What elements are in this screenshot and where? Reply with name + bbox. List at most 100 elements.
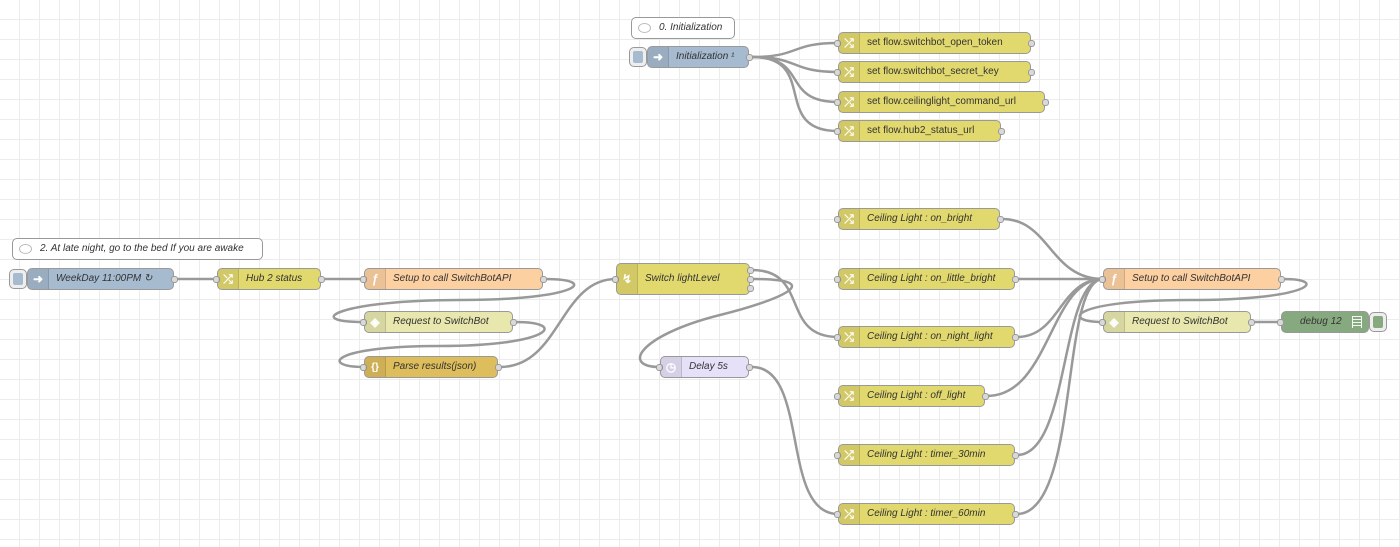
output-port[interactable]: [746, 363, 753, 371]
input-port[interactable]: [1277, 318, 1284, 326]
output-port[interactable]: [1028, 68, 1035, 76]
input-port[interactable]: [360, 275, 367, 283]
inject-button[interactable]: [629, 47, 647, 67]
output-port[interactable]: [997, 215, 1004, 223]
globe-icon: ◈: [365, 312, 386, 332]
node-label: Ceiling Light : timer_60min: [867, 508, 986, 519]
shuffle-icon: ⤮: [839, 209, 860, 229]
wire: [751, 365, 839, 516]
output-port[interactable]: [1012, 333, 1019, 341]
output-port[interactable]: [1012, 510, 1019, 518]
input-port[interactable]: [834, 392, 841, 400]
input-port[interactable]: [834, 510, 841, 518]
input-port[interactable]: [612, 275, 619, 283]
output-port[interactable]: [540, 275, 547, 283]
change-node-on-little-bright[interactable]: ⤮ Ceiling Light : on_little_bright: [834, 268, 1019, 290]
output-port[interactable]: [1278, 275, 1285, 283]
function-icon: ƒ: [1104, 269, 1125, 289]
input-port[interactable]: [834, 275, 841, 283]
function-node-setup-2[interactable]: ƒ Setup to call SwitchBotAPI: [1099, 268, 1285, 290]
inject-node-initialization[interactable]: ➜ Initialization ¹: [629, 46, 753, 68]
node-label: Ceiling Light : timer_30min: [867, 449, 986, 460]
braces-icon: {}: [365, 357, 386, 377]
change-node-on-bright[interactable]: ⤮ Ceiling Light : on_bright: [834, 208, 1004, 230]
node-label: Parse results(json): [393, 361, 477, 372]
input-port[interactable]: [834, 127, 841, 135]
input-port[interactable]: [834, 98, 841, 106]
output-port[interactable]: [495, 363, 502, 371]
inject-button[interactable]: [9, 269, 27, 289]
debug-node[interactable]: debug 12: [1277, 311, 1387, 333]
input-port[interactable]: [360, 318, 367, 326]
output-port[interactable]: [318, 275, 325, 283]
output-port[interactable]: [1028, 39, 1035, 47]
wire: [499, 277, 617, 369]
inject-node-weekday[interactable]: ➜ WeekDay 11:00PM ↻: [9, 268, 178, 290]
output-port[interactable]: [1012, 275, 1019, 283]
node-label: set flow.ceilinglight_command_url: [867, 96, 1016, 107]
shuffle-icon: ⤮: [839, 386, 860, 406]
shuffle-icon: ⤮: [839, 33, 860, 53]
wire: [1016, 277, 1104, 457]
output-port[interactable]: [746, 53, 753, 61]
output-port[interactable]: [510, 318, 517, 326]
wire: [1016, 277, 1104, 339]
change-node-open-token[interactable]: ⤮ set flow.switchbot_open_token: [834, 32, 1035, 54]
node-label: set flow.hub2_status_url: [867, 125, 975, 136]
shuffle-icon: ⤮: [839, 121, 860, 141]
node-label: Ceiling Light : on_night_light: [867, 331, 993, 342]
change-node-ceiling-url[interactable]: ⤮ set flow.ceilinglight_command_url: [834, 91, 1049, 113]
json-node-parse[interactable]: {} Parse results(json): [360, 356, 502, 378]
output-port[interactable]: [1248, 318, 1255, 326]
node-label: debug 12: [1300, 316, 1342, 327]
http-request-node-2[interactable]: ◈ Request to SwitchBot: [1099, 311, 1255, 333]
speech-bubble-icon: [638, 23, 651, 33]
comment-initialization[interactable]: 0. Initialization: [631, 17, 735, 39]
output-port-1[interactable]: [747, 267, 754, 274]
node-label: Ceiling Light : on_bright: [867, 213, 973, 224]
change-node-off-light[interactable]: ⤮ Ceiling Light : off_light: [834, 385, 989, 407]
input-port[interactable]: [834, 68, 841, 76]
list-icon: [1352, 316, 1362, 328]
input-port[interactable]: [834, 333, 841, 341]
change-node-secret-key[interactable]: ⤮ set flow.switchbot_secret_key: [834, 61, 1035, 83]
node-label: Delay 5s: [689, 361, 728, 372]
output-port[interactable]: [1042, 98, 1049, 106]
output-port[interactable]: [982, 392, 989, 400]
node-label: Hub 2 status: [246, 273, 303, 284]
shuffle-icon: ⤮: [839, 62, 860, 82]
http-request-node-1[interactable]: ◈ Request to SwitchBot: [360, 311, 517, 333]
change-node-timer-60[interactable]: ⤮ Ceiling Light : timer_60min: [834, 503, 1019, 525]
shuffle-icon: ⤮: [839, 92, 860, 112]
input-port[interactable]: [834, 451, 841, 459]
comment-label: 2. At late night, go to the bed If you a…: [40, 243, 244, 254]
output-port[interactable]: [998, 127, 1005, 135]
output-port-2[interactable]: [747, 276, 754, 283]
change-node-hub2-status[interactable]: ⤮ Hub 2 status: [213, 268, 325, 290]
input-port[interactable]: [1099, 318, 1106, 326]
node-label: set flow.switchbot_open_token: [867, 37, 1003, 48]
delay-node[interactable]: ◷ Delay 5s: [656, 356, 753, 378]
input-port[interactable]: [1099, 275, 1106, 283]
debug-toggle-button[interactable]: [1369, 312, 1387, 332]
comment-late-night[interactable]: 2. At late night, go to the bed If you a…: [12, 238, 263, 260]
function-node-setup-1[interactable]: ƒ Setup to call SwitchBotAPI: [360, 268, 547, 290]
node-label: WeekDay 11:00PM ↻: [56, 273, 153, 284]
function-icon: ƒ: [365, 269, 386, 289]
input-port[interactable]: [834, 215, 841, 223]
input-port[interactable]: [834, 39, 841, 47]
change-node-hub2-url[interactable]: ⤮ set flow.hub2_status_url: [834, 120, 1005, 142]
change-node-on-night-light[interactable]: ⤮ Ceiling Light : on_night_light: [834, 326, 1019, 348]
output-port-3[interactable]: [747, 285, 754, 292]
input-port[interactable]: [656, 363, 663, 371]
node-label: Ceiling Light : on_little_bright: [867, 273, 996, 284]
wire: [1016, 277, 1104, 516]
switch-node-light-level[interactable]: ↯ Switch lightLevel: [612, 263, 754, 295]
input-port[interactable]: [213, 275, 220, 283]
input-port[interactable]: [360, 363, 367, 371]
output-port[interactable]: [1012, 451, 1019, 459]
shuffle-icon: ⤮: [839, 327, 860, 347]
change-node-timer-30[interactable]: ⤮ Ceiling Light : timer_30min: [834, 444, 1019, 466]
output-port[interactable]: [171, 275, 178, 283]
